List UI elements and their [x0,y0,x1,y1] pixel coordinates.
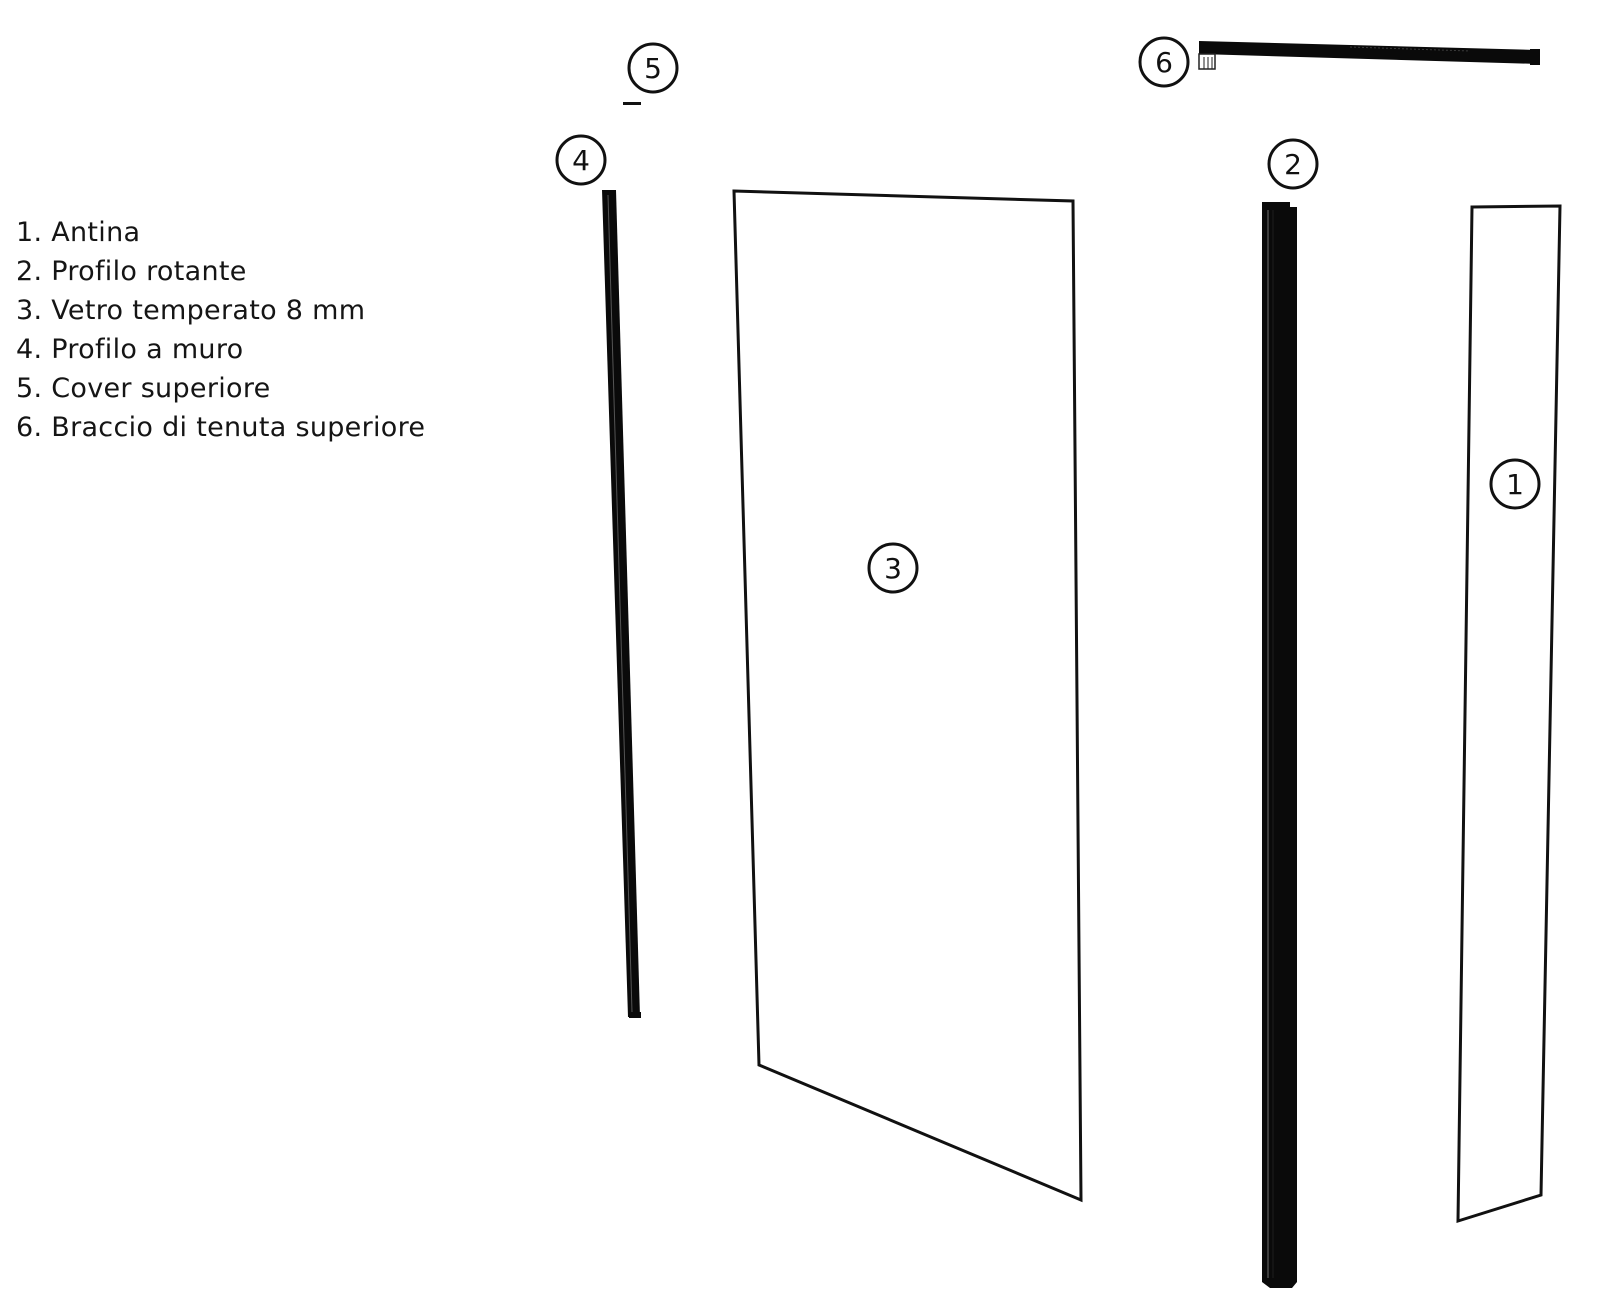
callout-3-number: 3 [884,552,902,585]
part-vetro-temperato [732,189,1083,1203]
part-cover-superiore [623,102,641,105]
callout-3: 3 [867,542,919,594]
legend-item-profilo-rotante: 2. Profilo rotante [16,256,247,287]
callout-1-number: 1 [1506,468,1524,501]
legend-item-braccio-di-tenuta: 6. Braccio di tenuta superiore [16,412,426,443]
legend-item-antina: 1. Antina [16,217,141,248]
part-antina [1456,204,1562,1224]
callout-6: 6 [1138,36,1190,88]
legend-item-vetro-temperato: 3. Vetro temperato 8 mm [16,295,366,326]
legend-item-profilo-a-muro: 4. Profilo a muro [16,334,244,365]
parts-legend: 1. Antina 2. Profilo rotante 3. Vetro te… [16,213,425,447]
callout-6-number: 6 [1155,46,1173,79]
part-braccio-di-tenuta [1198,41,1540,70]
callout-4-number: 4 [572,144,590,177]
callout-4: 4 [555,134,607,186]
callout-5: 5 [627,42,679,94]
callout-1: 1 [1489,458,1541,510]
callout-2: 2 [1267,138,1319,190]
callout-5-number: 5 [644,52,662,85]
callout-2-number: 2 [1284,148,1302,181]
part-profilo-a-muro [602,190,641,1018]
legend-item-cover-superiore: 5. Cover superiore [16,373,271,404]
part-profilo-rotante [1262,202,1297,1288]
